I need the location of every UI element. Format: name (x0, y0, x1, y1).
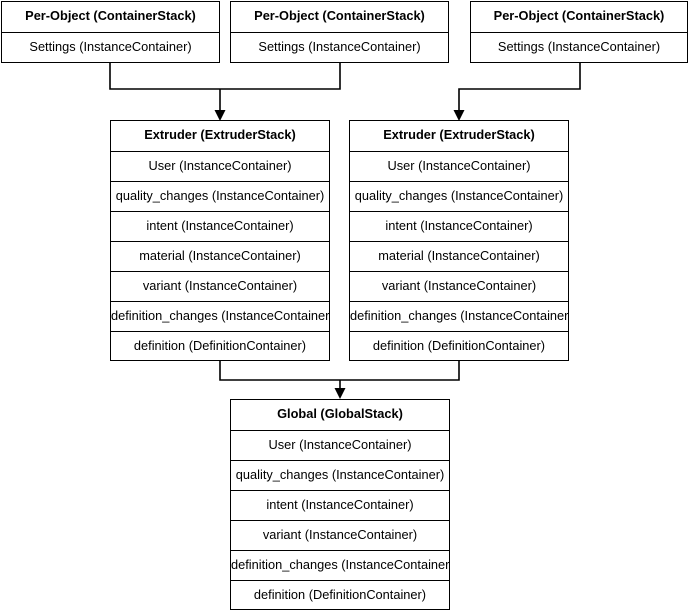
node-header: Per-Object (ContainerStack) (493, 8, 665, 23)
node-row-variant: variant (InstanceContainer) (231, 520, 449, 550)
node-header: Global (GlobalStack) (277, 406, 403, 421)
node-row-intent: intent (InstanceContainer) (111, 211, 329, 241)
node-row-definition-changes: definition_changes (InstanceContainer) (231, 550, 449, 580)
edge-extruder-1-to-global (219, 361, 340, 381)
node-row-settings: Settings (InstanceContainer) (2, 32, 219, 62)
edge-per-object-2-to-extruder-1 (220, 63, 341, 90)
node-row-user: User (InstanceContainer) (231, 430, 449, 460)
node-extruder-1[interactable]: Extruder (ExtruderStack) User (InstanceC… (110, 120, 330, 361)
node-header: Per-Object (ContainerStack) (25, 8, 196, 23)
node-row-intent: intent (InstanceContainer) (231, 490, 449, 520)
node-row-definition-changes: definition_changes (InstanceContainer) (350, 301, 568, 331)
node-per-object-2[interactable]: Per-Object (ContainerStack) Settings (In… (230, 1, 449, 63)
node-row-intent: intent (InstanceContainer) (350, 211, 568, 241)
node-row-user: User (InstanceContainer) (350, 151, 568, 181)
node-row-quality-changes: quality_changes (InstanceContainer) (350, 181, 568, 211)
node-row-definition-changes: definition_changes (InstanceContainer) (111, 301, 329, 331)
node-per-object-3[interactable]: Per-Object (ContainerStack) Settings (In… (470, 1, 688, 63)
node-row-definition: definition (DefinitionContainer) (111, 331, 329, 361)
node-row-material: material (InstanceContainer) (111, 241, 329, 271)
node-row-quality-changes: quality_changes (InstanceContainer) (111, 181, 329, 211)
node-header: Per-Object (ContainerStack) (254, 8, 425, 23)
node-header: Extruder (ExtruderStack) (383, 127, 535, 142)
node-global[interactable]: Global (GlobalStack) User (InstanceConta… (230, 399, 450, 610)
edge-extruder-2-to-global (340, 361, 460, 381)
node-per-object-1[interactable]: Per-Object (ContainerStack) Settings (In… (1, 1, 220, 63)
node-extruder-2[interactable]: Extruder (ExtruderStack) User (InstanceC… (349, 120, 569, 361)
node-row-settings: Settings (InstanceContainer) (231, 32, 448, 62)
node-row-variant: variant (InstanceContainer) (350, 271, 568, 301)
node-row-user: User (InstanceContainer) (111, 151, 329, 181)
node-row-definition: definition (DefinitionContainer) (350, 331, 568, 361)
node-row-settings: Settings (InstanceContainer) (471, 32, 687, 62)
edge-per-object-1-to-extruder-1 (109, 63, 220, 90)
node-row-variant: variant (InstanceContainer) (111, 271, 329, 301)
arrowhead-global (334, 388, 346, 399)
node-row-definition: definition (DefinitionContainer) (231, 580, 449, 610)
node-row-material: material (InstanceContainer) (350, 241, 568, 271)
node-row-quality-changes: quality_changes (InstanceContainer) (231, 460, 449, 490)
edge-per-object-3-to-extruder-2 (458, 63, 581, 114)
node-header: Extruder (ExtruderStack) (144, 127, 296, 142)
